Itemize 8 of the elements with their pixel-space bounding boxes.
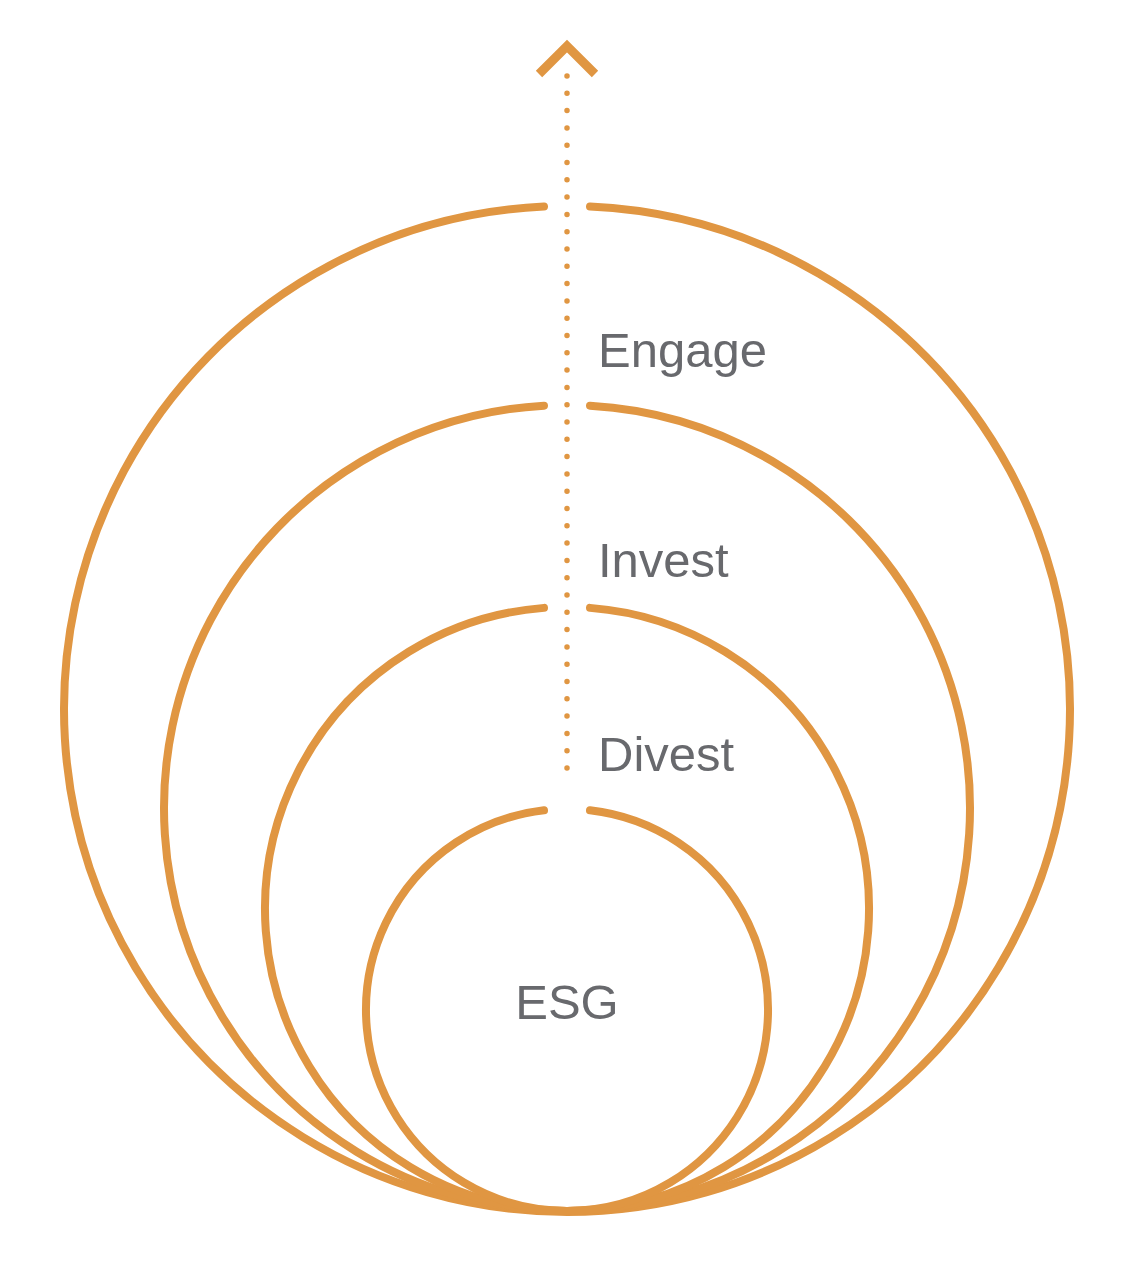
ring-label: ESG (515, 978, 619, 1027)
ring (261, 603, 873, 1215)
ring (160, 401, 974, 1215)
ring-label: Invest (598, 536, 729, 585)
ring-label: Divest (598, 730, 735, 779)
ring (60, 202, 1074, 1216)
ring (362, 805, 772, 1215)
ring-label: Engage (598, 326, 767, 375)
